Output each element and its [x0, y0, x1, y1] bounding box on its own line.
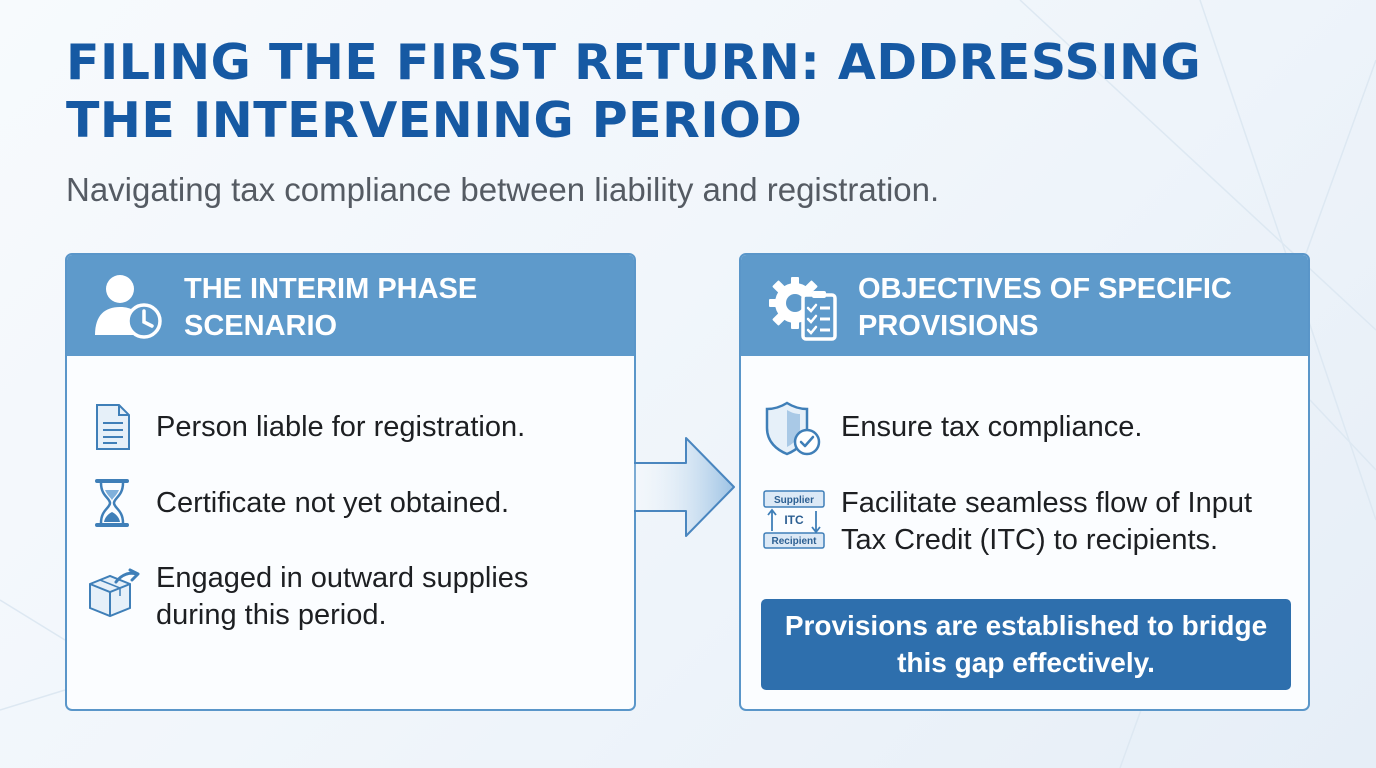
itc-flow-icon: Supplier ITC Recipient: [763, 490, 825, 549]
panel-title: OBJECTIVES OF SPECIFIC PROVISIONS: [858, 273, 1232, 342]
user-clock-icon: [95, 275, 162, 339]
item-text: Certificate not yet obtained.: [156, 487, 510, 519]
gear-checklist-icon: [769, 277, 837, 341]
itc-label: ITC: [784, 513, 804, 527]
hourglass-icon: [95, 479, 129, 527]
package-outward-icon: [89, 568, 140, 618]
panel-header: OBJECTIVES OF SPECIFIC PROVISIONS: [741, 255, 1308, 356]
page-subtitle: Navigating tax compliance between liabil…: [66, 171, 940, 208]
provisions-callout: Provisions are established to bridge thi…: [761, 599, 1291, 690]
arrow-right-icon: [634, 437, 735, 537]
interim-phase-panel: THE INTERIM PHASE SCENARIO Person liable…: [65, 253, 636, 711]
objectives-panel: OBJECTIVES OF SPECIFIC PROVISIONS Ensure…: [739, 253, 1310, 711]
item-text: Ensure tax compliance.: [841, 411, 1143, 443]
item-text: Facilitate seamless flow of Input Tax Cr…: [841, 487, 1253, 556]
shield-check-icon: [765, 401, 821, 456]
panel-title: THE INTERIM PHASE SCENARIO: [184, 273, 478, 342]
recipient-label: Recipient: [771, 536, 817, 547]
item-text: Engaged in outward supplies during this …: [156, 562, 529, 631]
panel-header: THE INTERIM PHASE SCENARIO: [67, 255, 634, 356]
item-text: Person liable for registration.: [156, 411, 526, 443]
document-icon: [96, 404, 130, 450]
supplier-label: Supplier: [774, 495, 814, 506]
page-title: FILING THE FIRST RETURN: ADDRESSING THE …: [66, 34, 1202, 149]
